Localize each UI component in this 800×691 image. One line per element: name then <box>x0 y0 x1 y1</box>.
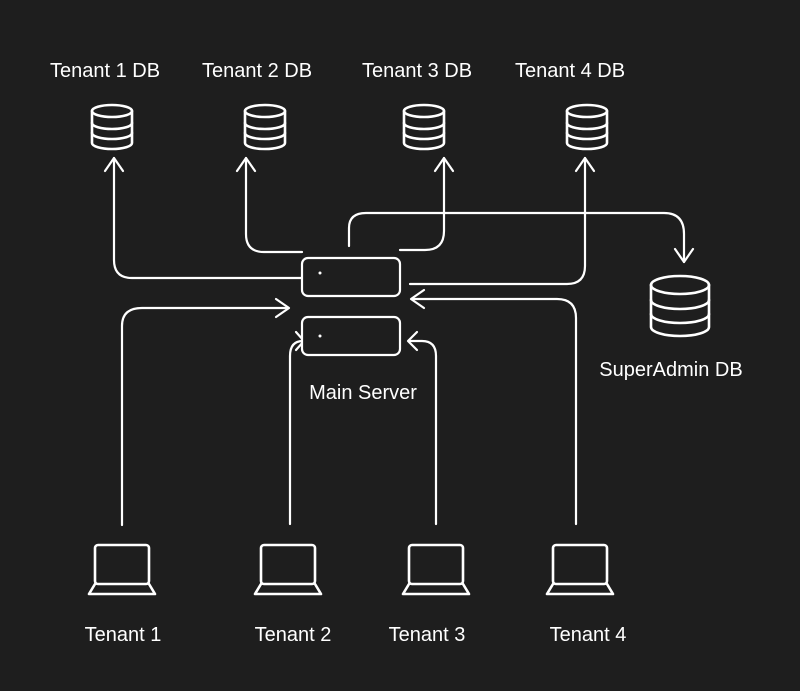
tenant-4-label: Tenant 4 <box>549 624 627 646</box>
connector-server-to-tenant-2-db <box>244 156 304 254</box>
tenant-3-label: Tenant 3 <box>388 624 466 646</box>
tenant-1-db-label: Tenant 1 DB <box>49 60 161 82</box>
database-icon <box>402 103 446 151</box>
connector-tenant-3-to-server <box>407 339 438 526</box>
arrowhead <box>673 247 695 264</box>
arrowhead <box>406 330 419 352</box>
arrowhead <box>103 156 125 173</box>
connector-server-to-tenant-4-db <box>408 156 587 286</box>
tenant-1-label: Tenant 1 <box>84 624 162 646</box>
tenant-2-db-label: Tenant 2 DB <box>201 60 313 82</box>
connector-tenant-2-to-server <box>288 339 305 526</box>
laptop-icon <box>253 543 323 596</box>
connector-server-to-superadmin-db <box>347 211 686 264</box>
server-icon <box>300 256 402 357</box>
connector-tenant-4-to-server <box>410 297 578 526</box>
server-box-top <box>300 256 402 298</box>
superadmin-db-label: SuperAdmin DB <box>599 359 743 381</box>
arrowhead <box>574 156 596 173</box>
status-dot <box>318 271 322 275</box>
tenant-2-label: Tenant 2 <box>254 624 332 646</box>
database-icon <box>565 103 609 151</box>
tenant-3-db-label: Tenant 3 DB <box>361 60 473 82</box>
arrowhead <box>433 156 455 173</box>
arrowhead <box>235 156 257 173</box>
server-box-bottom <box>300 315 402 357</box>
laptop-icon <box>401 543 471 596</box>
laptop-icon <box>87 543 157 596</box>
connector-server-to-tenant-3-db <box>398 156 446 252</box>
status-dot <box>318 334 322 338</box>
connector-tenant-1-to-server <box>120 306 290 527</box>
arrowhead <box>409 288 426 310</box>
database-icon <box>243 103 287 151</box>
arrowhead <box>274 297 291 319</box>
laptop-icon <box>545 543 615 596</box>
database-icon <box>90 103 134 151</box>
superadmin-database-icon <box>649 274 711 338</box>
main-server-label: Main Server <box>309 382 417 404</box>
connector-server-to-tenant-1-db <box>112 156 304 280</box>
tenant-4-db-label: Tenant 4 DB <box>514 60 626 82</box>
